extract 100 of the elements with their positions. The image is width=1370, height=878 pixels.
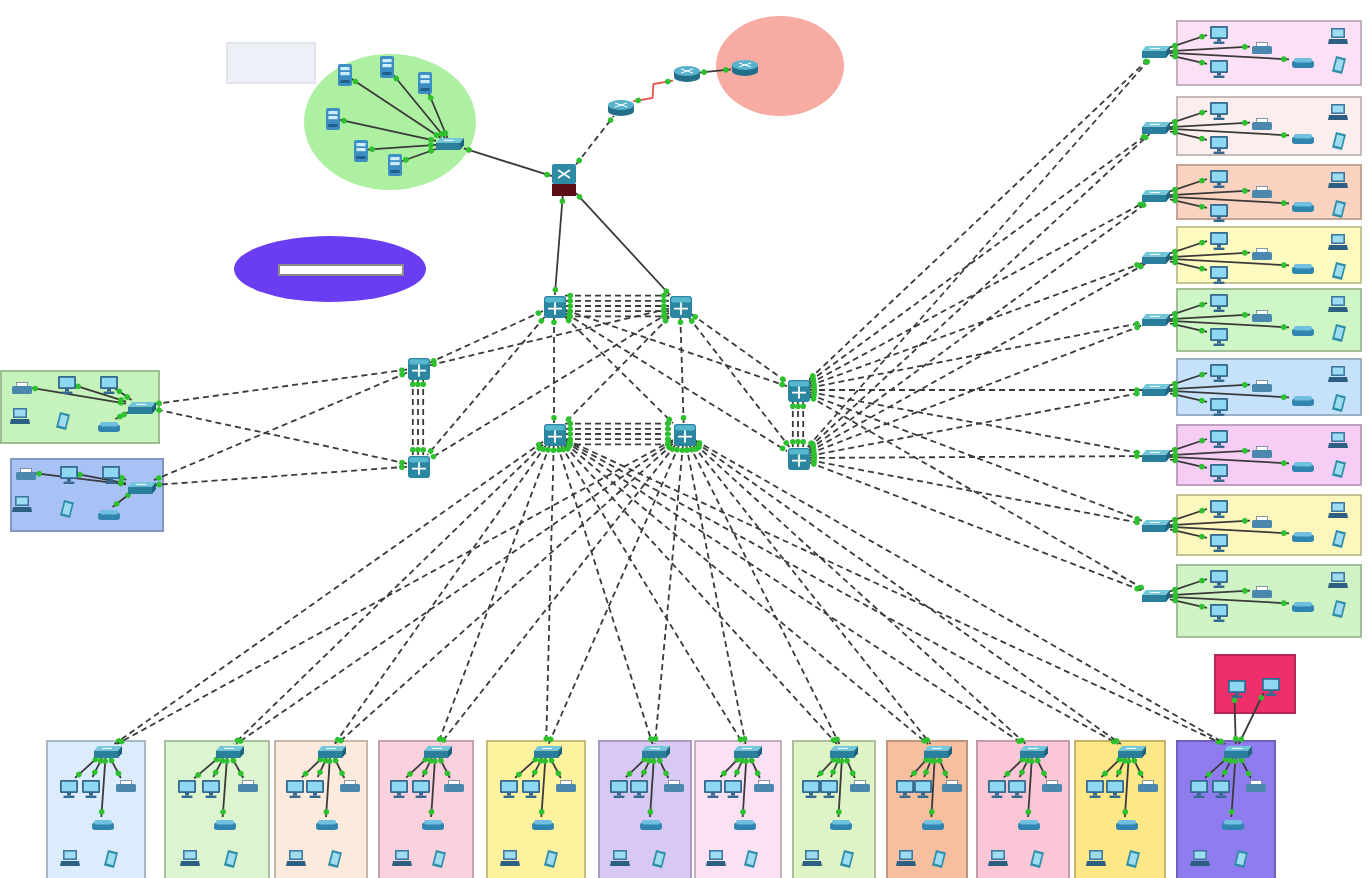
dashed-link-line [808,395,1147,591]
printer-icon [1252,516,1272,528]
printer-icon [238,780,259,792]
link-line [1169,448,1251,458]
switch-icon [1142,520,1170,532]
access-point-icon [922,819,945,829]
dashed-link-line [333,444,548,745]
printer-icon [116,780,136,792]
link-line [98,755,108,818]
link-line [548,755,562,779]
dashed-link-line [808,133,1149,383]
lan-area-box [1176,96,1362,156]
dashed-link-line [808,262,1143,387]
computer-icon [59,465,77,483]
link-line [1169,524,1290,536]
switch-icon [423,746,452,758]
lan-area-box [598,740,692,878]
link-line [514,755,541,779]
access-point-icon [421,819,444,829]
computer-icon [57,375,75,393]
link-line [1169,527,1208,540]
lan-area-box [1176,226,1362,284]
dashed-link-line [688,444,841,745]
lan-area-box [1176,358,1362,416]
link-line [1169,259,1208,272]
dashed-link-line [336,442,674,745]
computer-icon [1008,779,1027,797]
computer-icon [1189,779,1207,797]
link-line [1169,597,1208,610]
computer-icon [499,779,517,797]
link-line [1169,457,1208,470]
dashed-link-line [564,420,674,427]
switch-icon [673,423,695,445]
dashed-link-line [694,440,1122,745]
link-line [350,77,442,139]
switch-icon [787,447,809,469]
computer-icon [723,779,742,797]
lan-area-box [1176,494,1362,556]
lan-area-box [0,370,160,444]
router-icon [731,60,757,76]
link-line [1018,755,1031,778]
dashed-link-line [808,458,1143,526]
link-line [575,192,671,296]
lan-area-box [1176,740,1276,878]
link-line [734,755,746,778]
link-line [1221,755,1234,778]
computer-icon [609,779,628,797]
link-line [816,755,838,778]
printer-icon [849,780,870,792]
printer-icon [1252,186,1272,198]
access-point-icon [640,819,663,829]
access-point-icon [1291,263,1313,273]
computer-icon [895,779,914,797]
dashed-link-line [564,292,670,299]
link-line [1169,44,1251,54]
computer-icon [987,779,1006,797]
switch-icon [830,746,859,758]
link-line [1002,755,1028,779]
computer-icon [285,779,304,797]
dashed-link-line [564,426,674,432]
link-line [1169,239,1208,255]
link-line [1231,694,1239,745]
computer-icon [1209,135,1227,153]
switch-icon [543,423,565,445]
computer-icon [101,465,119,483]
switch-icon [215,746,244,758]
link-line [1169,437,1208,453]
dashed-link-line [559,444,745,745]
link-line [114,387,133,401]
dashed-link-line [808,263,1147,453]
link-line [1169,454,1290,466]
access-point-icon [97,509,119,519]
printer-icon [1252,380,1272,392]
printer-icon [12,382,32,394]
lan-area-box [1074,740,1166,878]
dashed-link-line [564,298,670,304]
link-line [748,755,761,779]
link-line [392,73,446,139]
printer-icon [1041,780,1062,792]
dashed-link-line [420,378,426,456]
computer-icon [1209,363,1227,381]
link-line [33,471,127,487]
dashed-link-line [806,57,1152,448]
computer-icon [913,779,932,797]
printer-icon [444,780,465,792]
access-point-icon [213,819,236,829]
link-line [29,385,127,406]
link-line [72,383,127,403]
link-line [1169,577,1208,593]
link-line [427,92,449,139]
link-line [1131,755,1144,779]
switch-icon [407,455,429,477]
dashed-link-line [564,438,1224,745]
computer-icon [1211,779,1229,797]
dashed-link-line [808,57,1151,381]
link-line [1169,120,1251,130]
lan-area-box [792,740,876,878]
printer-icon [1252,586,1272,598]
lan-area-box [10,458,164,532]
switch-icon [1142,384,1170,396]
